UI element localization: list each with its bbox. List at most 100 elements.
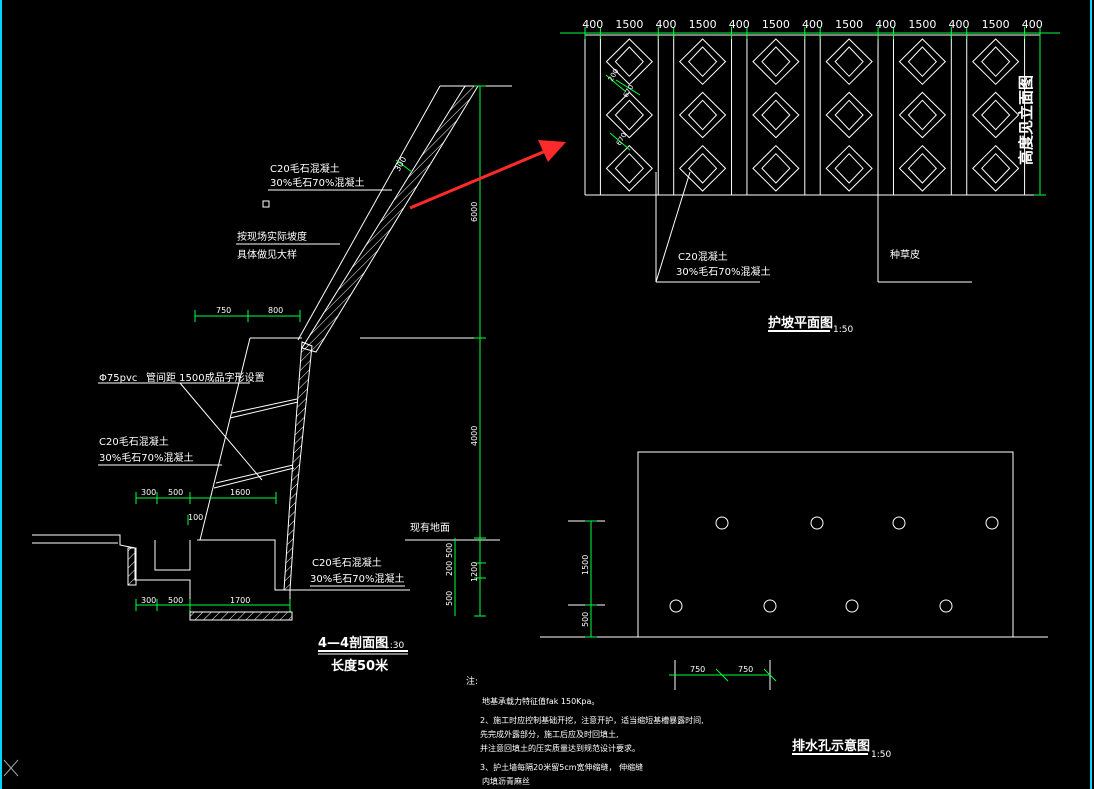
plan-diamond-inner — [614, 46, 644, 78]
plan-top-dim: 1500 — [835, 18, 863, 31]
plan-diamond-panel — [825, 38, 873, 86]
plan-diamond-panel — [605, 144, 653, 192]
plan-top-dim: 400 — [802, 18, 823, 31]
drain-hole — [892, 516, 906, 530]
slope-outer-line — [297, 85, 441, 341]
callout-arrow — [409, 140, 566, 210]
plan-diamond-inner — [981, 152, 1011, 184]
dim-500b: 500 — [168, 596, 183, 605]
plan-small-dim-200: 200 — [607, 67, 621, 83]
plan-diamond-inner — [761, 46, 791, 78]
dim-300a: 300 — [141, 488, 156, 497]
section-dimensions — [135, 85, 486, 617]
drain-texts: 1500 500 750 750 排水孔示意图 1:50 — [581, 555, 891, 760]
plan-diamond-panel — [678, 38, 727, 86]
plan-columns — [599, 35, 1041, 195]
plan-diamond-inner — [907, 152, 938, 184]
plan-diamond-panel — [752, 38, 800, 86]
plan-diamond-inner — [981, 99, 1011, 131]
plan-diamond-panel — [752, 144, 800, 192]
plan-diamond-panel — [752, 91, 800, 139]
plan-diamond-inner — [687, 99, 718, 131]
plan-top-dim: 400 — [949, 18, 970, 31]
plan-diamond-inner — [614, 152, 644, 184]
plan-top-dim: 400 — [875, 18, 896, 31]
plan-diamond-panel — [605, 91, 653, 139]
notes-line-4: 并注意回填土的压实质量达到规范设计要求。 — [480, 743, 640, 753]
plan-diamond-panel — [678, 144, 727, 192]
notes-line-5: 3、护土墙每隔20米留5cm宽伸缩缝， 伸缩缝 — [480, 762, 643, 772]
foundation-outline — [134, 539, 291, 613]
drain-wall-elevation — [637, 451, 1014, 638]
plan-diamond-inner — [907, 99, 938, 131]
plan-diamond-inner — [834, 152, 864, 184]
drain-dim-v1500: 1500 — [581, 555, 590, 575]
drain-hole — [715, 516, 729, 530]
label-ratio-mid: 30%毛石70%混凝土 — [99, 451, 193, 464]
plan-top-dim: 1500 — [615, 18, 643, 31]
plan-title: 护坡平面图 — [768, 315, 833, 331]
drain-dim-h750b: 750 — [738, 665, 753, 674]
plan-top-dim: 400 — [729, 18, 750, 31]
plan-c20-label: C20混凝土 — [678, 250, 728, 263]
plan-height-note: 高度见立面图 — [1017, 75, 1035, 165]
plan-diamond-panel — [898, 91, 947, 139]
plan-top-dim: 400 — [1022, 18, 1043, 31]
plan-top-dim: 1500 — [982, 18, 1010, 31]
label-ratio-bot: 30%毛石70%混凝土 — [310, 572, 404, 585]
dim-v1200: 1200 — [470, 562, 479, 582]
wall-outer-face — [199, 337, 251, 541]
notes-line-2: 2、施工时应控制基础开挖，注意开护，适当缩短基槽暴露时间, — [480, 715, 704, 725]
section-view — [32, 85, 512, 655]
plan-diamond-panel — [972, 38, 1020, 86]
drain-hole — [985, 516, 999, 530]
plan-diamond-panel — [972, 144, 1020, 192]
ditch-line — [32, 534, 136, 549]
plan-grass-label: 种草皮 — [890, 248, 920, 261]
plan-diamond-inner — [761, 152, 791, 184]
plan-top-dim: 400 — [582, 18, 603, 31]
plan-diamond-panel — [898, 38, 947, 86]
dim-800: 800 — [268, 306, 283, 315]
left-frame-border — [0, 0, 2, 789]
plan-ratio-label: 30%毛石70%混凝土 — [676, 265, 770, 278]
label-c20-bot: C20毛石混凝土 — [312, 556, 382, 569]
drain-scale: 1:50 — [871, 750, 891, 760]
dim-v6000: 6000 — [470, 202, 479, 222]
drain-hole — [939, 599, 953, 613]
plan-top-dim: 1500 — [908, 18, 936, 31]
drain-pipe-upper — [229, 401, 299, 419]
drain-dimensions — [585, 520, 777, 682]
plan-dimensions — [560, 27, 1060, 196]
drain-hole — [845, 599, 859, 613]
label-c20-top: C20毛石混凝土 — [270, 162, 340, 175]
dim-1700: 1700 — [230, 596, 250, 605]
notes-line-6: 内填沥青麻丝 — [482, 776, 530, 786]
section-scale: 1:30 — [384, 641, 404, 651]
slope-note-2: 具体做见大样 — [237, 248, 297, 261]
plan-diamond-inner — [687, 152, 718, 184]
plan-diamond-inner — [834, 46, 864, 78]
pipe-label: Φ75pvc — [99, 373, 137, 384]
drain-dim-v500: 500 — [581, 612, 590, 627]
ucs-icon — [3, 759, 19, 777]
dim-300b: 300 — [141, 596, 156, 605]
notes-heading: 注: — [466, 675, 478, 687]
dim-500a: 500 — [168, 488, 183, 497]
plan-diamond-panel — [898, 144, 947, 192]
drain-hole — [669, 599, 683, 613]
section-title: 4—4剖面图 — [318, 635, 388, 651]
plan-diamond-inner — [687, 46, 718, 78]
drain-view — [540, 451, 1048, 755]
notes-block: 注: 地基承载力特征值fak 150Kpa。 2、施工时应控制基础开挖，注意开护… — [466, 675, 704, 786]
slope-note-1: 按现场实际坡度 — [237, 230, 307, 243]
notes-line-1: 地基承载力特征值fak 150Kpa。 — [482, 696, 599, 706]
section-length-note: 长度50米 — [331, 658, 389, 674]
dim-750: 750 — [216, 306, 231, 315]
plan-diamond-inner — [761, 99, 791, 131]
plan-diamond-inner — [907, 46, 938, 78]
dim-1600: 1600 — [230, 488, 250, 497]
plan-diamond-panel — [825, 144, 873, 192]
